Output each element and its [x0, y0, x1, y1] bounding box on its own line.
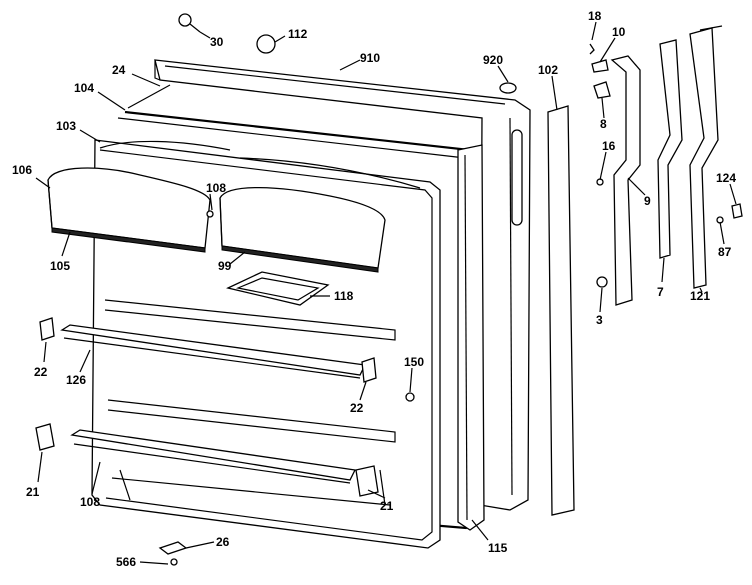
label-106: 106 [12, 163, 32, 177]
label-910: 910 [360, 51, 380, 65]
label-104: 104 [74, 81, 94, 95]
label-16: 16 [602, 139, 616, 153]
inner-panel [457, 144, 485, 531]
label-7: 7 [657, 285, 664, 299]
label-105: 105 [50, 259, 70, 273]
label-87: 87 [718, 245, 732, 259]
label-103: 103 [56, 119, 76, 133]
door-hinge [610, 55, 641, 306]
label-920: 920 [483, 53, 503, 67]
outer-door-panel [154, 59, 531, 511]
label-102: 102 [538, 63, 558, 77]
label-10: 10 [612, 25, 626, 39]
label-126: 126 [66, 373, 86, 387]
gasket-strip [547, 105, 575, 516]
handle-bars [657, 25, 723, 289]
label-124: 124 [716, 171, 736, 185]
label-22-left: 22 [34, 365, 48, 379]
label-115: 115 [488, 541, 508, 555]
label-3: 3 [596, 313, 603, 327]
label-26: 26 [216, 535, 230, 549]
dairy-door-left [47, 167, 211, 253]
butter-tray [226, 271, 330, 306]
leader-lines [35, 21, 737, 565]
label-118: 118 [334, 289, 354, 303]
label-21-right: 21 [380, 499, 394, 513]
label-566: 566 [116, 555, 136, 569]
label-30: 30 [210, 35, 224, 49]
shelf-bar-lower [70, 429, 356, 484]
part-number-labels: 30 112 910 920 102 18 10 8 16 9 124 87 7… [12, 9, 736, 569]
label-150: 150 [404, 355, 424, 369]
label-22-right: 22 [350, 401, 364, 415]
label-108-dairy: 108 [206, 181, 226, 195]
hardware-parts [158, 13, 743, 566]
label-112: 112 [288, 27, 308, 41]
label-9: 9 [644, 194, 651, 208]
label-99: 99 [218, 259, 232, 273]
label-18: 18 [588, 9, 602, 23]
label-8: 8 [600, 117, 607, 131]
shelf-support-clips [35, 317, 379, 497]
dairy-door-right [219, 187, 386, 273]
label-21-left: 21 [26, 485, 40, 499]
label-121: 121 [690, 289, 710, 303]
label-108-shelf: 108 [80, 495, 100, 509]
label-24: 24 [112, 63, 126, 77]
